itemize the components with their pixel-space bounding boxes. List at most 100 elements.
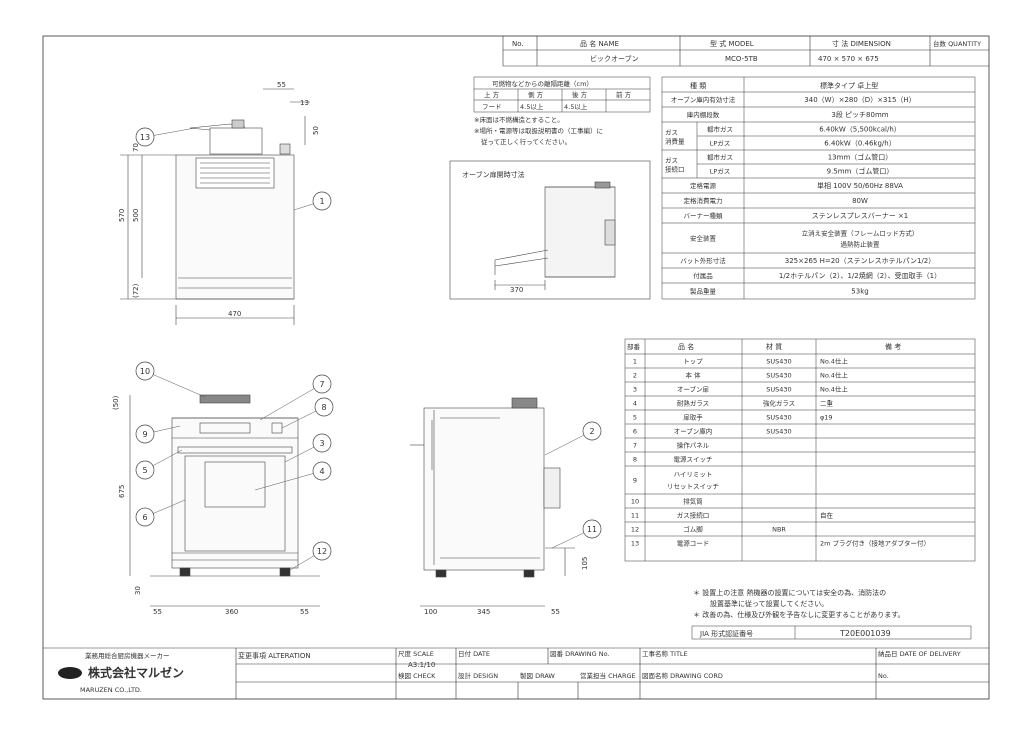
parts-row-no: 9 — [633, 477, 637, 485]
top-dim-72: (72) — [132, 283, 140, 298]
spec-col-kind: 種 類 — [690, 81, 706, 90]
clearance-row-label: フード — [482, 103, 502, 111]
parts-row-no: 12 — [631, 526, 639, 534]
parts-row-no: 3 — [633, 386, 637, 394]
callout-number: 4 — [319, 467, 324, 476]
parts-row-material: SUS430 — [766, 372, 791, 380]
callout-circle — [135, 460, 155, 480]
clearance-col-top: 上 方 — [484, 90, 500, 99]
spec-table — [661, 76, 976, 300]
spec-row-label: バーナー種類 — [684, 211, 724, 220]
spec-row-label: 定格電源 — [690, 181, 717, 190]
parts-table — [624, 338, 976, 562]
callout-circle — [582, 421, 602, 441]
parts-row-no: 11 — [631, 512, 639, 520]
parts-row-no: 10 — [631, 498, 639, 506]
spec-row-label: オーブン庫内有効寸法 — [671, 95, 736, 104]
spec-row-label: 製品重量 — [690, 287, 717, 296]
front-dim-675: 675 — [118, 485, 126, 498]
top-dim-55: 55 — [277, 81, 286, 89]
parts-row-note: No.4仕上 — [820, 371, 848, 380]
clearance-note-3: 従って正しく行ってください。 — [481, 137, 571, 146]
header-dimension-label: 寸 法 DIMENSION — [832, 39, 891, 48]
spec-row-label: 庫内棚段数 — [687, 110, 720, 119]
charge-label: 営業担当 CHARGE — [580, 671, 636, 680]
parts-col-note: 備 考 — [885, 342, 901, 351]
parts-row-no: 13 — [631, 540, 639, 548]
spec-row-value: 立消え安全装置（フレームロッド方式） — [802, 229, 919, 238]
parts-row-material: SUS430 — [766, 428, 791, 436]
callout-number: 12 — [317, 547, 327, 556]
top-dim-13: 13 — [300, 99, 309, 107]
front-dim-50: (50) — [112, 395, 120, 410]
parts-row-name: リセットスイッチ — [667, 483, 719, 491]
parts-row-note: No.4仕上 — [820, 357, 848, 366]
spec-group-label: 消費量 — [665, 137, 685, 146]
delivery-label: 納品日 DATE OF DELIVERY — [878, 649, 961, 658]
callout-number: 9 — [142, 430, 147, 439]
parts-row-name: 操作パネル — [677, 441, 710, 450]
parts-row-note: 二重 — [820, 400, 834, 408]
callout-number: 7 — [319, 380, 324, 389]
parts-row-name: 扉取手 — [683, 413, 703, 422]
callout-circle — [135, 361, 155, 381]
door-open-view — [449, 160, 651, 300]
header-name-value: ビックオーブン — [590, 54, 639, 63]
callout-circle — [135, 424, 155, 444]
check-label: 検図 CHECK — [398, 671, 436, 680]
front-dim-55a: 55 — [153, 608, 162, 616]
front-view — [129, 394, 320, 607]
parts-row-no: 8 — [633, 456, 637, 464]
parts-row-material: 強化ガラス — [763, 399, 795, 408]
parts-row-material: SUS430 — [766, 414, 791, 422]
side-view — [410, 397, 575, 607]
parts-row-name: 本 体 — [685, 371, 701, 380]
spec-row-value: 過熱防止装置 — [841, 240, 881, 249]
clearance-side-value: 4.5以上 — [520, 102, 544, 111]
parts-row-no: 6 — [633, 428, 637, 436]
top-view — [120, 88, 310, 325]
clearance-table — [473, 76, 651, 113]
callout-circle — [314, 397, 334, 417]
side-dim-105: 105 — [581, 557, 589, 570]
sheet-border — [42, 35, 990, 700]
parts-row-note: 自在 — [820, 511, 834, 520]
alteration-label: 変更事項 ALTERATION — [238, 651, 311, 660]
callout-circle — [312, 541, 332, 561]
parts-row-no: 1 — [633, 358, 637, 366]
parts-row-name: オーブン扉 — [677, 385, 710, 394]
parts-row-name: トップ — [683, 358, 703, 366]
parts-row-material: SUS430 — [766, 358, 791, 366]
spec-row-value: 6.40kW（5,500kcal/h） — [819, 126, 901, 134]
spec-col-value: 標準タイプ 卓上型 — [820, 81, 878, 90]
header-model-value: MCO-5TB — [725, 55, 758, 63]
spec-row-value: 13mm（ゴム管口） — [828, 153, 893, 162]
callout-number: 5 — [142, 466, 147, 475]
clearance-col-front: 前 方 — [616, 90, 632, 99]
parts-col-no: 部番 — [627, 342, 641, 351]
jia-label: JIA 形式認証番号 — [699, 629, 753, 638]
front-dim-55b: 55 — [300, 608, 309, 616]
callout-circle — [312, 191, 332, 211]
maruzen-logo — [58, 667, 82, 679]
parts-row-name: 排気筒 — [683, 497, 703, 506]
callout-number: 2 — [589, 427, 594, 436]
spec-row-label: 定格消費電力 — [684, 196, 723, 205]
side-dim-345: 345 — [477, 608, 490, 616]
door-view-title: オーブン扉開時寸法 — [462, 170, 525, 179]
header-name-label: 品 名 NAME — [580, 39, 619, 48]
jia-value: T20E001039 — [839, 629, 891, 638]
spec-row-label: 都市ガス — [707, 153, 733, 162]
callout-circle — [312, 433, 332, 453]
parts-row-note: 2m プラグ付き（接地アダプター付） — [820, 539, 930, 548]
title-no-label: No. — [878, 672, 889, 680]
parts-row-name: 電源コード — [677, 539, 710, 548]
top-dim-70: 70 — [132, 143, 140, 152]
spec-row-value: 6.40kW（0.46kg/h） — [824, 140, 895, 148]
maker-caption: 業務用総合厨房機器メーカー — [85, 651, 170, 660]
front-dim-360: 360 — [225, 608, 238, 616]
